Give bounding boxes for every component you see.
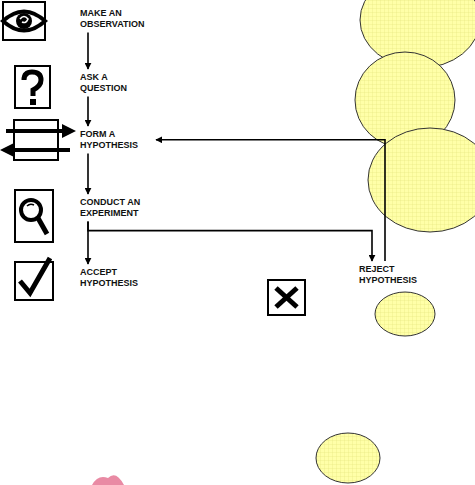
flow-arrow [87, 97, 89, 126]
step-label: REJECT HYPOTHESIS [357, 262, 433, 288]
step-label: MAKE AN OBSERVATION [78, 6, 154, 32]
step-text: ACCEPT HYPOTHESIS [80, 267, 152, 289]
flow-arrow [156, 140, 385, 261]
hypothesis-arrows-icon [0, 120, 76, 160]
step-label: CONDUCT AN EXPERIMENT [78, 195, 154, 221]
step-label: ACCEPT HYPOTHESIS [78, 265, 154, 291]
flow-arrow [88, 222, 372, 261]
magnifier-icon [15, 190, 53, 242]
step-text: CONDUCT AN EXPERIMENT [80, 197, 152, 219]
step-label: ASK A QUESTION [78, 70, 154, 96]
cross-icon [268, 280, 305, 315]
cloud-bubbles [316, 0, 475, 483]
step-text: MAKE AN OBSERVATION [80, 8, 152, 30]
step-text: FORM A HYPOTHESIS [80, 129, 152, 151]
flow-arrow [87, 33, 89, 69]
step-text: ASK A QUESTION [80, 72, 152, 94]
step-label: FORM A HYPOTHESIS [78, 127, 154, 153]
check-icon [15, 258, 53, 300]
step-text: REJECT HYPOTHESIS [359, 264, 431, 286]
flow-arrow [87, 154, 89, 194]
question-icon [15, 66, 50, 108]
eye-icon [0, 2, 48, 40]
pink-smudge [92, 475, 124, 485]
